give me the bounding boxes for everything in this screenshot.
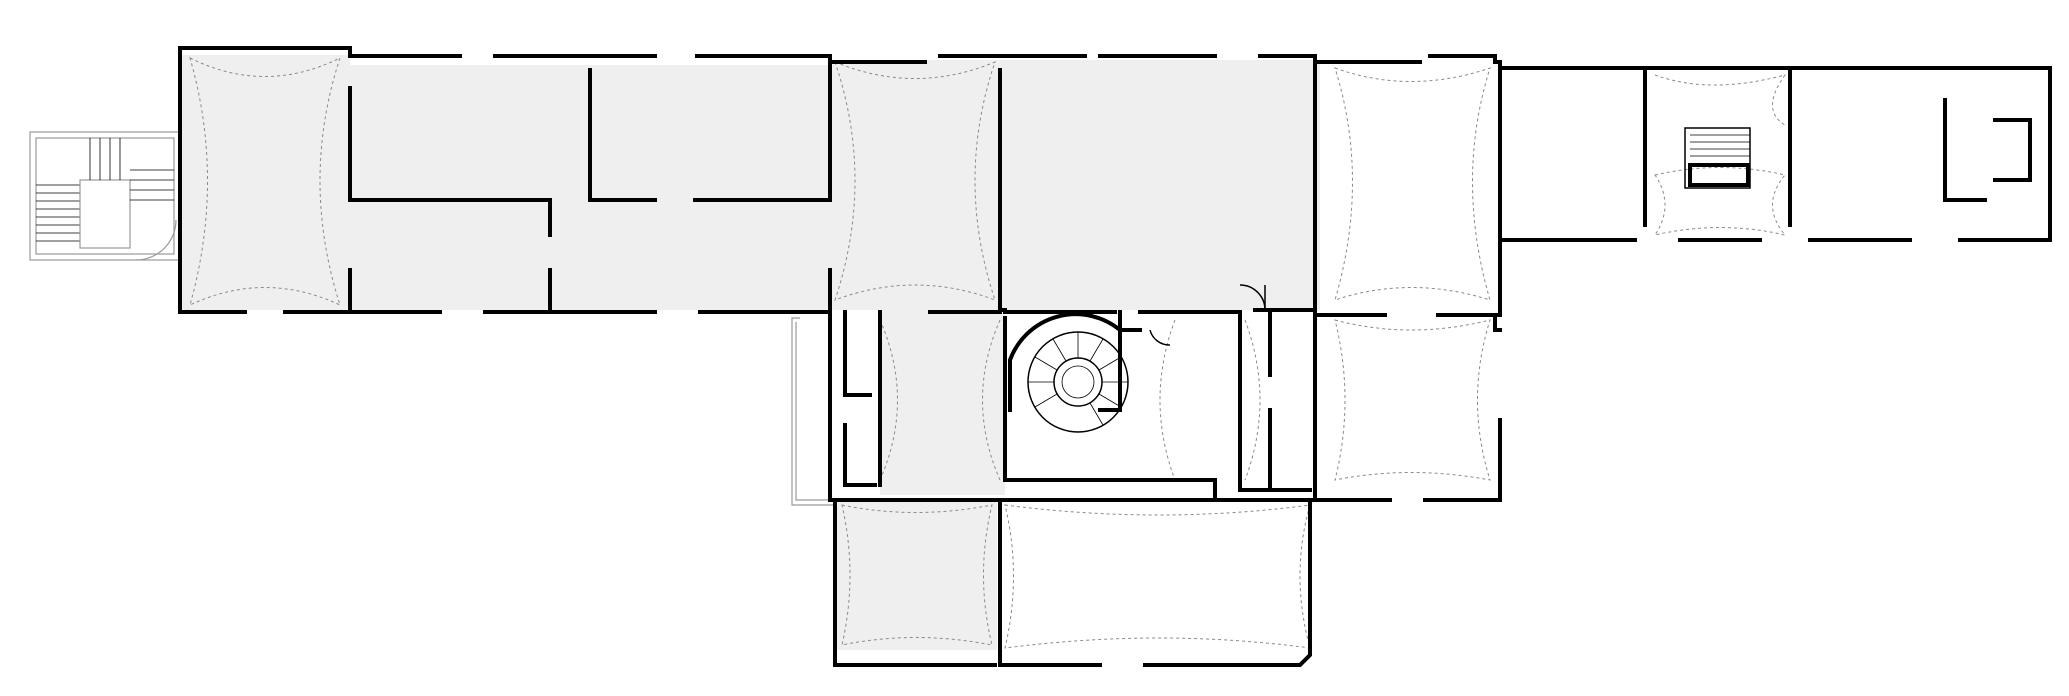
- west-hall: [180, 55, 350, 310]
- straight-staircase-icon: [1684, 127, 1751, 189]
- corridor: [880, 310, 1005, 495]
- west-ramp: [791, 317, 836, 506]
- walls: [178, 46, 2052, 667]
- highlighted-rooms: [180, 55, 1320, 650]
- west-annex: [29, 131, 181, 261]
- door-swing-icon: [1149, 284, 1266, 346]
- spiral-staircase-icon: [1008, 312, 1129, 433]
- central-hall: [830, 60, 1000, 310]
- west-room-b: [590, 65, 830, 310]
- east-block: [1000, 60, 1320, 310]
- straight-staircase-icon: [36, 138, 174, 249]
- south-west-room: [837, 500, 997, 650]
- west-room-a: [350, 65, 590, 310]
